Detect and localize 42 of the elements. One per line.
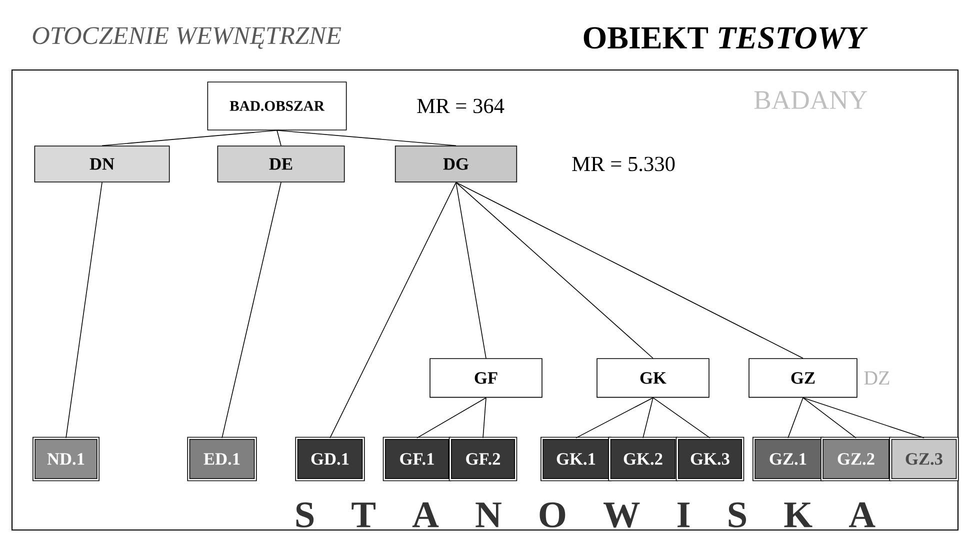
level-label: S T A N O W I S K A	[296, 502, 876, 528]
connector-line	[652, 397, 710, 438]
connector-line	[456, 182, 486, 359]
value-label: MR = 364	[417, 98, 504, 114]
category-box: DG	[394, 146, 518, 182]
connector-line	[456, 182, 654, 359]
connector-line	[482, 397, 486, 438]
faded-label: DZ	[864, 371, 890, 385]
connector-line	[642, 397, 654, 438]
station-box: ND.1	[32, 436, 100, 482]
title: OBIEKT TESTOWY	[584, 27, 868, 49]
connector-line	[788, 397, 804, 438]
station-box: ED.1	[187, 436, 257, 482]
station-box: GK.3	[676, 436, 744, 482]
value-label: MR = 5.330	[572, 156, 675, 172]
connector-line	[276, 130, 282, 146]
connector-line	[276, 130, 456, 146]
connector-line	[802, 397, 856, 438]
connector-line	[66, 182, 102, 438]
group-box: GZ	[748, 358, 858, 398]
connector-line	[222, 182, 282, 438]
connector-line	[456, 182, 804, 359]
station-box: GZ.3	[889, 436, 959, 482]
station-box: GK.1	[540, 436, 612, 482]
station-box: GK.2	[608, 436, 678, 482]
category-box: DN	[34, 146, 170, 182]
root-box: BAD.OBSZAR	[207, 82, 347, 130]
connector-line	[330, 182, 456, 438]
station-box: GZ.1	[752, 436, 824, 482]
station-box: GF.2	[448, 436, 518, 482]
connector-line	[416, 397, 486, 438]
category-box: DE	[217, 146, 345, 182]
faded-label: BADANY	[754, 91, 867, 109]
section-label: OTOCZENIE WEWNĘTRZNE	[32, 27, 342, 49]
station-box: GZ.2	[820, 436, 892, 482]
connector-line	[576, 397, 654, 438]
connector-line	[802, 397, 924, 438]
group-box: GK	[596, 358, 710, 398]
station-box: GD.1	[295, 436, 365, 482]
station-box: GF.1	[382, 436, 452, 482]
connector-line	[102, 130, 278, 146]
group-box: GF	[430, 358, 542, 398]
